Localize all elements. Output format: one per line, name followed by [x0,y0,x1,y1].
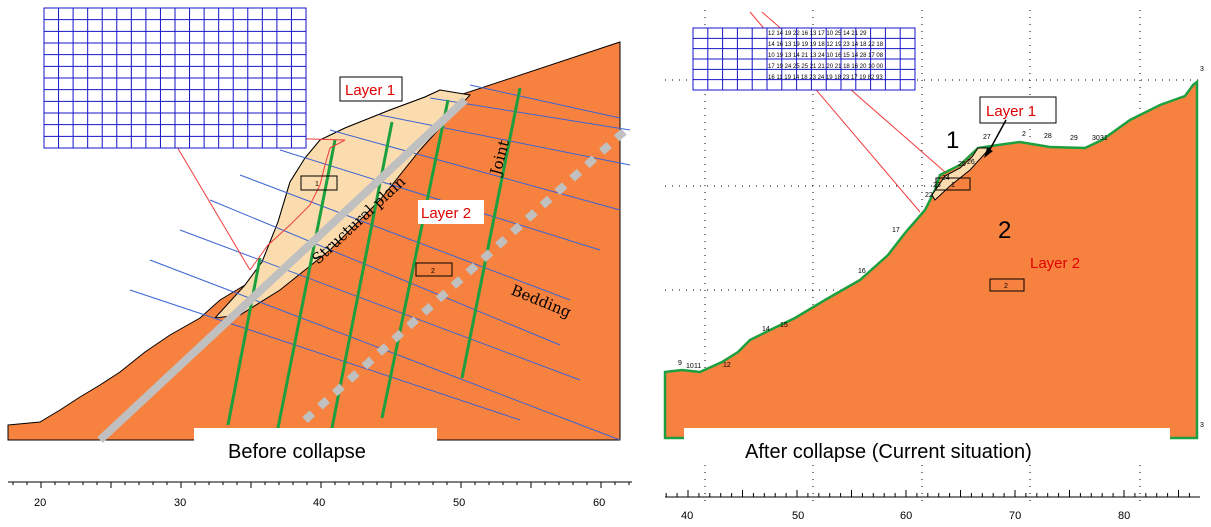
after-caption-bg [684,428,1170,464]
after-layer1-label: Layer 1 [986,103,1036,120]
slope-point-label: 16 [858,268,866,275]
before-layer1-region [213,89,471,319]
before-box-2 [415,262,453,277]
slope-point-label: 31 [1100,135,1108,142]
before-axis-tick-60: 60 [593,497,605,509]
before-red-slip-line [249,139,346,271]
slope-point-label: 2 [1022,131,1026,138]
grid-number-row: 14 16 13 19 19 19 18 12 19 23 14 18 22 1… [768,42,884,48]
slope-point-label: 9 [678,360,682,367]
slope-point-label: 15 [780,322,788,329]
slope-point-label: 3 [1200,422,1204,429]
after-box-2-label: 2 [1004,283,1008,290]
after-grid: 12 14 19 22 16 13 17 10 25 14 21 29 14 16… [692,27,916,91]
before-grid [43,7,307,149]
after-layer1-arrowhead [984,148,993,158]
before-axis-tick-30: 30 [174,497,186,509]
before-layer1-label-bg [339,76,403,102]
slope-point-label: 27 [983,134,991,141]
before-layer2-label: Layer 2 [421,205,471,222]
after-box-2 [989,278,1025,292]
after-axis-tick-70: 70 [1009,510,1021,522]
after-slope-mass [663,79,1199,440]
slope-point-label: 30 [1092,135,1100,142]
before-caption: Before collapse [228,441,366,463]
slope-point-label: 24 [942,175,950,182]
before-red-connector-a [169,134,251,271]
slope-point-label: 23 [933,182,941,189]
slope-point-label: 10 [686,363,694,370]
after-zone-2-label: 2 [998,217,1011,244]
grid-number-row: 10 19 13 14 21 13 24 10 16 15 14 28 17 0… [768,53,884,59]
before-structural-plain [97,97,468,443]
after-caption: After collapse (Current situation) [745,441,1032,463]
after-box-1-label: 1 [951,182,955,189]
after-axis-tick-40: 40 [681,510,693,522]
after-axis-tick-60: 60 [900,510,912,522]
slope-point-label: 17 [892,227,900,234]
before-axis-tick-20: 20 [34,497,46,509]
before-box-2-label: 2 [431,268,435,275]
slope-point-label: 11 [694,363,701,370]
before-caption-bg [194,428,437,464]
grid-number-row: 16 11 19 14 18 23 24 19 18 23 17 19 82 9… [768,75,883,81]
slope-point-label: 3 [1200,66,1204,73]
before-box-1 [300,175,338,191]
grid-number-row: 17 19 24 25 25 21 21 20 21 18 16 20 10 0… [768,64,884,70]
after-layer2-label: Layer 2 [1030,255,1080,272]
after-axis-tick-50: 50 [792,510,804,522]
slope-point-label: 12 [723,362,731,369]
before-panel: 1 2 Layer 1 Layer 2 Structural plain Joi… [7,7,632,509]
before-box-1-label: 1 [315,181,319,188]
slope-point-label: 22 [925,192,933,199]
slope-point-label: 28 [1044,133,1052,140]
before-layer2-label-bg [418,200,484,224]
after-layer1-arrow [987,119,1007,154]
before-layer1-label: Layer 1 [345,82,395,99]
after-box-1 [935,177,971,191]
grid-number-row: 12 14 19 22 16 13 17 10 25 14 21 29 [768,31,867,37]
before-axis-tick-50: 50 [453,497,465,509]
before-structural-plain-dotted [302,125,631,423]
after-layer1-label-bg [979,96,1057,124]
slope-point-label: 26 [967,159,975,166]
slope-point-label: 25 [958,161,966,168]
after-layer1-remnant [931,147,992,201]
after-zone-1-label: 1 [946,127,959,154]
after-axis-tick-80: 80 [1118,510,1130,522]
slope-point-label: 14 [762,326,770,333]
before-axis-tick-40: 40 [313,497,325,509]
slope-point-label: 29 [1070,135,1078,142]
